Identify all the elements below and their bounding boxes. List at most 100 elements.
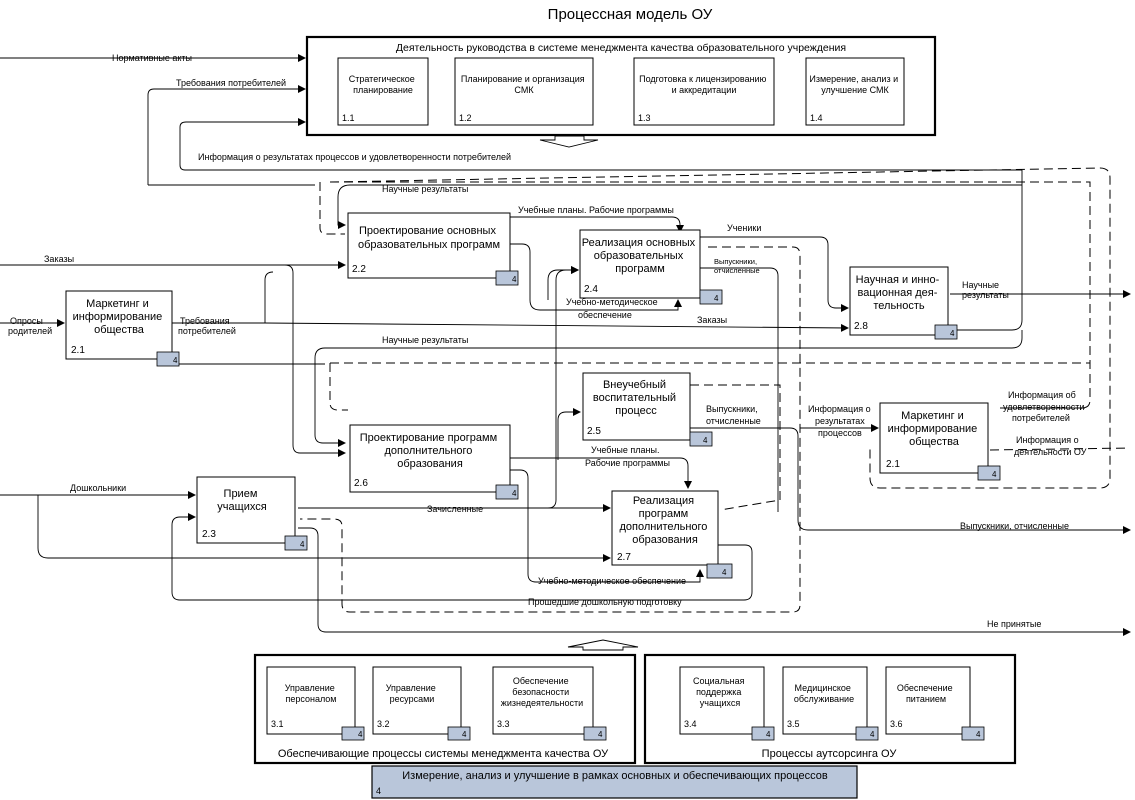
process-tag: 4 — [703, 436, 708, 445]
process-label: Внеучебный воспитательный процесс — [593, 379, 679, 417]
flow-label-requirements-mid: Требования потребителей — [178, 316, 236, 336]
management-item-number: 1.2 — [459, 113, 472, 123]
outsourcing-item-label: Социальная поддержка учащихся — [693, 676, 747, 708]
management-item-number: 1.3 — [638, 113, 651, 123]
flow-label-preschoolers: Дошкольники — [70, 483, 126, 493]
flow-label-orders-mid: Заказы — [697, 315, 727, 325]
management-item-label: Измерение, анализ и улучшение СМК — [809, 74, 900, 95]
process-tag: 4 — [722, 568, 727, 577]
support-item-tag: 4 — [358, 730, 363, 739]
flow-label-method-support-top: Учебно-методическое обеспечение — [566, 297, 660, 320]
process-label: Проектирование программ дополнительного … — [360, 432, 500, 470]
flow-label-info-activity: Информация о деятельности ОУ — [1014, 435, 1087, 457]
process-2-1-right: Маркетинг и информирование общества 2.1 … — [879, 402, 1001, 481]
process-2-3: Прием учащихся 2.3 4 — [196, 476, 308, 551]
process-label: Реализация программ дополнительного обра… — [620, 495, 711, 546]
process-label: Научная и инно- вационная дея- тельность — [856, 274, 943, 312]
flow-label-preschool-prepared: Прошедшие дошкольную подготовку — [528, 597, 682, 607]
flow-label-not-accepted: Не принятые — [987, 619, 1041, 629]
flow-label-normative: Нормативные акты — [112, 53, 192, 63]
measurement-bar-title: Измерение, анализ и улучшение в рамках о… — [402, 770, 828, 782]
support-block: Обеспечивающие процессы системы менеджме… — [253, 653, 637, 765]
support-item-3-2: Управление ресурсами 3.2 4 — [372, 666, 471, 741]
support-item-label: Обеспечение безопасности жизнедеятельнос… — [501, 676, 583, 708]
process-label: Проектирование основных образовательных … — [358, 225, 500, 251]
management-item-label: Планирование и организация СМК — [461, 74, 587, 95]
support-item-tag: 4 — [462, 730, 467, 739]
management-item-number: 1.4 — [810, 113, 823, 123]
support-item-3-1: Управление персоналом 3.1 4 — [266, 666, 365, 741]
process-tag: 4 — [512, 489, 517, 498]
process-tag: 4 — [992, 470, 997, 479]
process-tag: 4 — [173, 356, 178, 365]
measurement-bar: Измерение, анализ и улучшение в рамках о… — [371, 765, 858, 799]
support-title: Обеспечивающие процессы системы менеджме… — [278, 748, 609, 760]
support-item-3-3: Обеспечение безопасности жизнедеятельнос… — [492, 666, 607, 741]
outsourcing-block: Процессы аутсорсинга ОУ Социальная подде… — [643, 653, 1017, 765]
process-number: 2.4 — [584, 284, 598, 295]
flow-label-method-support-bottom: Учебно-методическое обеспечение — [538, 576, 686, 586]
outsourcing-item-number: 3.6 — [890, 719, 903, 729]
management-item-1-4: Измерение, анализ и улучшение СМК 1.4 — [805, 57, 905, 126]
support-item-tag: 4 — [598, 730, 603, 739]
support-item-label: Управление ресурсами — [386, 683, 439, 704]
process-number: 2.2 — [352, 264, 366, 275]
flow-label-students: Ученики — [727, 223, 761, 233]
flow-label-sci-results-mid: Научные результаты — [382, 335, 468, 345]
outsourcing-item-tag: 4 — [870, 730, 875, 739]
measurement-bar-number: 4 — [376, 786, 381, 796]
process-tag: 4 — [512, 275, 517, 284]
flow-label-sci-results-top: Научные результаты — [382, 184, 468, 194]
support-item-number: 3.2 — [377, 719, 390, 729]
process-2-8: Научная и инно- вационная дея- тельность… — [849, 266, 958, 340]
support-item-label: Управление персоналом — [285, 683, 338, 704]
process-2-6: Проектирование программ дополнительного … — [349, 424, 519, 500]
management-item-number: 1.1 — [342, 113, 355, 123]
process-tag: 4 — [950, 329, 955, 338]
flow-label-graduates-small: Выпускники, отчисленные — [714, 257, 760, 275]
diagram-title: Процессная модель ОУ — [548, 6, 713, 23]
process-2-2: Проектирование основных образовательных … — [347, 212, 519, 286]
flow-label-surveys: Опросы родителей — [8, 316, 52, 336]
top-flows: Нормативные акты Требования потребителей… — [0, 53, 1023, 186]
process-number: 2.1 — [886, 459, 900, 470]
outsourcing-item-3-4: Социальная поддержка учащихся 3.4 4 — [679, 666, 775, 741]
process-number: 2.7 — [617, 552, 631, 563]
flow-label-plans-bottom: Учебные планы. Рабочие программы — [585, 445, 670, 468]
outsourcing-item-3-6: Обеспечение питанием 3.6 4 — [885, 666, 985, 741]
outsourcing-item-tag: 4 — [976, 730, 981, 739]
management-block: Деятельность руководства в системе менед… — [305, 35, 937, 137]
flow-label-requirements-top: Требования потребителей — [176, 78, 286, 88]
process-label: Маркетинг и информирование общества — [73, 298, 166, 336]
dashed-group-outlines — [300, 167, 1131, 613]
support-item-number: 3.1 — [271, 719, 284, 729]
management-item-label: Подготовка к лицензированию и аккредитац… — [639, 74, 769, 95]
outsourcing-item-label: Обеспечение питанием — [897, 683, 955, 704]
support-item-number: 3.3 — [497, 719, 510, 729]
management-item-1-3: Подготовка к лицензированию и аккредитац… — [633, 57, 775, 126]
process-number: 2.5 — [587, 426, 601, 437]
process-number: 2.1 — [71, 345, 85, 356]
management-item-label: Стратегическое планирование — [349, 74, 418, 95]
flow-label-info-results-short: Информация о результатах процессов — [808, 404, 873, 438]
process-number: 2.3 — [202, 529, 216, 540]
process-2-5: Внеучебный воспитательный процесс 2.5 4 — [582, 372, 713, 447]
outsourcing-item-tag: 4 — [766, 730, 771, 739]
process-label: Реализация основных образовательных прог… — [582, 237, 698, 275]
process-number: 2.6 — [354, 478, 368, 489]
management-item-1-2: Планирование и организация СМК 1.2 — [454, 57, 594, 126]
management-title: Деятельность руководства в системе менед… — [396, 42, 846, 54]
flow-label-sci-results-right: Научные результаты — [962, 280, 1009, 300]
process-2-7: Реализация программ дополнительного обра… — [611, 490, 733, 579]
management-item-1-1: Стратегическое планирование 1.1 — [337, 57, 429, 126]
management-output-arrow — [539, 135, 599, 148]
process-label: Маркетинг и информирование общества — [888, 410, 981, 448]
flow-label-graduates-right: Выпускники, отчисленные — [960, 521, 1069, 531]
process-2-4: Реализация основных образовательных прог… — [579, 229, 723, 305]
support-input-arrow — [567, 639, 639, 651]
outsourcing-title: Процессы аутсорсинга ОУ — [762, 748, 898, 760]
process-tag: 4 — [300, 540, 305, 549]
outsourcing-item-3-5: Медицинское обслуживание 3.5 4 — [782, 666, 879, 741]
flow-label-info-satisfaction: Информация об удовлетворенности потребит… — [1003, 390, 1087, 423]
